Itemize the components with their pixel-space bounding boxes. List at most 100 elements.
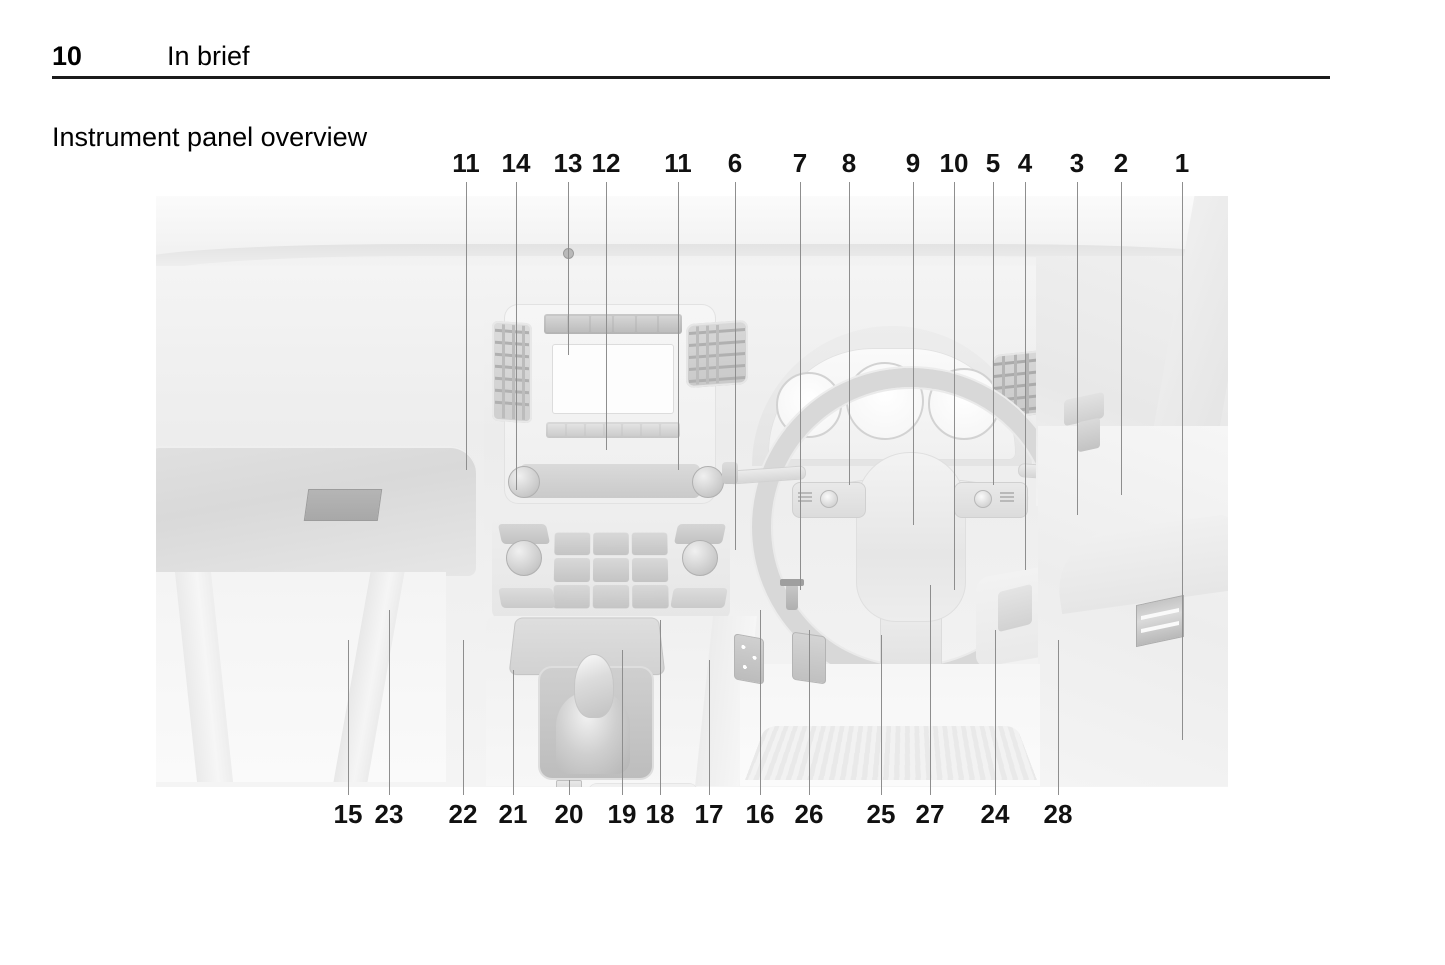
leader-line-17 (709, 660, 710, 795)
top-button[interactable] (636, 316, 658, 332)
leader-line-25 (881, 635, 882, 795)
floor-mat (745, 726, 1037, 780)
leader-line-24 (995, 630, 996, 795)
leader-line-6 (735, 182, 736, 550)
callout-number-13: 13 (553, 148, 583, 178)
top-button[interactable] (568, 316, 590, 332)
instrument-panel-illustration (156, 196, 1228, 787)
callout-number-19: 19 (607, 799, 637, 829)
climate-key[interactable] (553, 584, 590, 609)
callout-number-26: 26 (794, 799, 824, 829)
callout-number-1: 1 (1174, 148, 1190, 178)
leader-line-4 (1025, 182, 1026, 570)
glovebox-handle[interactable] (303, 489, 383, 521)
mid-button[interactable] (623, 424, 641, 436)
mid-button[interactable] (642, 424, 660, 436)
callout-number-3: 3 (1069, 148, 1085, 178)
leader-line-28 (1058, 640, 1059, 795)
callout-number-20: 20 (554, 799, 584, 829)
callout-number-7: 7 (792, 148, 808, 178)
callout-number-11: 11 (664, 148, 692, 178)
climate-keypad[interactable] (553, 532, 669, 609)
climate-key[interactable] (632, 584, 669, 609)
leader-line-1 (1182, 182, 1183, 740)
callout-number-4: 4 (1017, 148, 1033, 178)
climate-key[interactable] (554, 532, 591, 556)
callout-number-14: 14 (501, 148, 531, 178)
gear-shifter-lever[interactable] (574, 654, 614, 718)
climate-key[interactable] (631, 558, 669, 582)
door-window-switch[interactable] (1078, 417, 1100, 453)
climate-key[interactable] (631, 532, 668, 556)
infotainment-knob-left[interactable] (508, 466, 540, 498)
steering-menu-icon-right[interactable] (1000, 492, 1014, 502)
callout-number-17: 17 (694, 799, 724, 829)
callout-number-24: 24 (980, 799, 1010, 829)
climate-knob-right[interactable] (682, 540, 718, 576)
climate-bottom-button-right[interactable] (670, 588, 728, 608)
leader-line-9 (913, 182, 914, 525)
callout-number-25: 25 (866, 799, 896, 829)
infotainment-top-buttons[interactable] (544, 314, 682, 334)
callout-number-15: 15 (333, 799, 363, 829)
infotainment-display[interactable] (552, 344, 674, 414)
climate-key[interactable] (592, 558, 630, 582)
header-divider (52, 76, 1330, 79)
climate-knob-left[interactable] (506, 540, 542, 576)
callout-number-22: 22 (448, 799, 478, 829)
center-vent-left-icon[interactable] (492, 320, 532, 424)
callout-number-2: 2 (1113, 148, 1129, 178)
section-title: In brief (167, 41, 250, 71)
cowl-button[interactable] (998, 583, 1032, 633)
mid-button[interactable] (548, 424, 565, 436)
leader-line-14 (516, 182, 517, 490)
climate-key[interactable] (593, 532, 629, 556)
climate-key[interactable] (592, 584, 630, 609)
steering-menu-icon-left[interactable] (798, 492, 812, 502)
leader-line-2 (1121, 182, 1122, 495)
top-button[interactable] (614, 316, 635, 332)
leader-line-10 (954, 182, 955, 590)
top-button[interactable] (546, 316, 567, 332)
callout-number-23: 23 (374, 799, 404, 829)
climate-key[interactable] (553, 558, 591, 582)
mid-button[interactable] (566, 424, 584, 436)
infotainment-bottom-buttons[interactable] (546, 422, 680, 438)
mid-button[interactable] (661, 424, 679, 436)
steering-column-adjust-lever[interactable] (780, 579, 804, 610)
page-number: 10 (52, 41, 82, 71)
callout-number-9: 9 (905, 148, 921, 178)
mid-button[interactable] (585, 424, 603, 436)
leader-line-22 (463, 640, 464, 795)
leader-line-23 (389, 610, 390, 795)
leader-line-26 (809, 630, 810, 795)
climate-bottom-button-left[interactable] (498, 588, 556, 608)
leader-line-21 (513, 670, 514, 795)
steering-dpad-right-icon[interactable] (974, 490, 992, 508)
steering-wheel-airbag (856, 452, 966, 622)
leader-line-15 (348, 640, 349, 795)
infotainment-control-band[interactable] (520, 464, 700, 498)
callout-number-12: 12 (591, 148, 621, 178)
console-lower-tray[interactable] (582, 783, 704, 787)
callout-number-6: 6 (727, 148, 743, 178)
callout-number-18: 18 (645, 799, 675, 829)
steering-dpad-left-icon[interactable] (820, 490, 838, 508)
callout-number-27: 27 (915, 799, 945, 829)
top-button[interactable] (591, 316, 613, 332)
leader-line-5 (993, 182, 994, 485)
mid-button[interactable] (604, 424, 622, 436)
leader-line-8 (849, 182, 850, 485)
leader-line-19 (622, 650, 623, 795)
callout-number-28: 28 (1043, 799, 1073, 829)
leader-line-11 (466, 182, 467, 470)
leader-line-12 (606, 182, 607, 450)
callout-number-5: 5 (985, 148, 1001, 178)
leader-line-16 (760, 610, 761, 795)
center-vent-right-icon[interactable] (686, 319, 748, 389)
infotainment-knob-right[interactable] (692, 466, 724, 498)
top-button[interactable] (659, 316, 681, 332)
